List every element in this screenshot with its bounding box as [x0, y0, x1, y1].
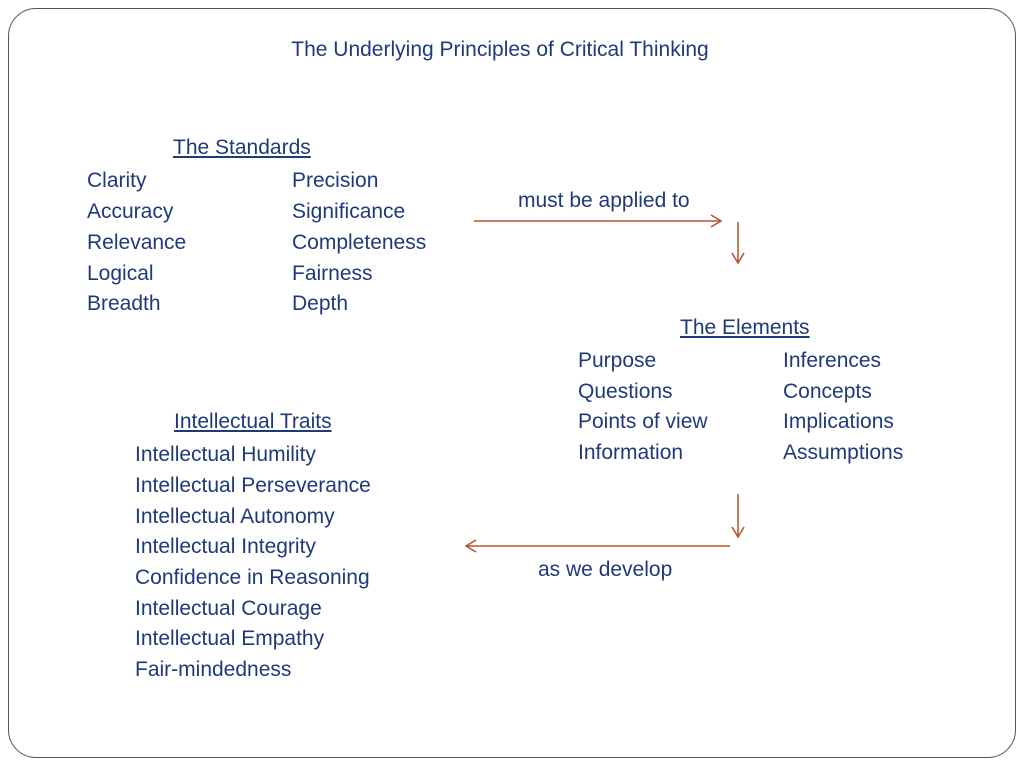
- slide-frame: [8, 8, 1016, 758]
- trait-item: Fair-mindedness: [135, 658, 292, 681]
- down-arrow-icon: [731, 222, 745, 265]
- elements-heading: The Elements: [680, 316, 810, 339]
- standard-item: Accuracy: [87, 200, 174, 223]
- trait-item: Intellectual Integrity: [135, 535, 316, 558]
- standard-item: Depth: [292, 292, 349, 315]
- trait-item: Intellectual Courage: [135, 597, 322, 620]
- traits-heading: Intellectual Traits: [174, 410, 332, 433]
- trait-item: Intellectual Humility: [135, 443, 316, 466]
- standard-item: Relevance: [87, 231, 187, 254]
- element-item: Questions: [578, 380, 673, 403]
- right-arrow-icon: [474, 214, 723, 228]
- applied-to-label: must be applied to: [518, 189, 690, 212]
- element-item: Information: [578, 441, 684, 464]
- element-item: Inferences: [783, 349, 882, 372]
- standard-item: Significance: [292, 200, 406, 223]
- slide-title: The Underlying Principles of Critical Th…: [291, 38, 709, 61]
- as-we-develop-label: as we develop: [538, 558, 673, 581]
- left-arrow-icon: [464, 539, 730, 553]
- trait-item: Intellectual Perseverance: [135, 474, 371, 497]
- standard-item: Completeness: [292, 231, 427, 254]
- standard-item: Logical: [87, 262, 154, 285]
- down-arrow-icon: [731, 494, 745, 539]
- standards-heading: The Standards: [173, 136, 311, 159]
- standard-item: Clarity: [87, 169, 147, 192]
- trait-item: Intellectual Autonomy: [135, 505, 335, 528]
- standard-item: Precision: [292, 169, 379, 192]
- element-item: Implications: [783, 410, 894, 433]
- element-item: Purpose: [578, 349, 657, 372]
- standard-item: Fairness: [292, 262, 373, 285]
- element-item: Assumptions: [783, 441, 904, 464]
- trait-item: Confidence in Reasoning: [135, 566, 370, 589]
- trait-item: Intellectual Empathy: [135, 627, 325, 650]
- element-item: Points of view: [578, 410, 708, 433]
- standard-item: Breadth: [87, 292, 161, 315]
- element-item: Concepts: [783, 380, 872, 403]
